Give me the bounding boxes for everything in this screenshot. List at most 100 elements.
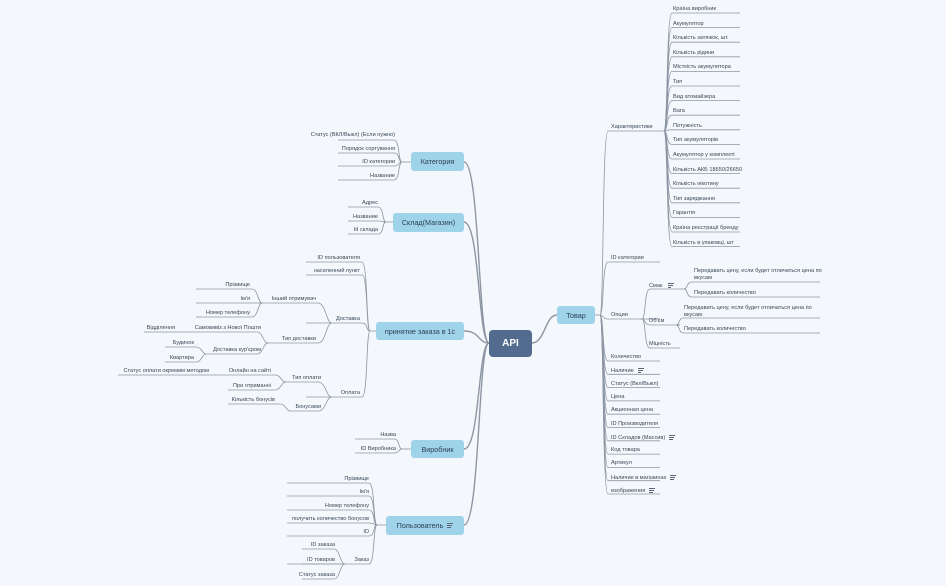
node-tovar-item[interactable]: изображения (611, 487, 656, 495)
connector-line (675, 317, 820, 326)
node-kategoriya-status[interactable]: Статус (ВКЛ/Выкл) (Если нужно) (310, 132, 395, 138)
node-tovar-item-label: Код товара (611, 447, 640, 454)
node-sklad-adres[interactable]: Адрес (361, 200, 378, 206)
node-characteristic[interactable]: Кількість АКБ 18650/26650 (673, 166, 743, 173)
node-tovar-item[interactable]: ID Складов (Масcив) (611, 434, 676, 442)
node-kurier-kvartyra[interactable]: Квартира (169, 355, 194, 361)
node-tip-oplaty[interactable]: Тип оплати (292, 375, 321, 381)
topic-zakaz[interactable]: принятие заказа в 1с (376, 322, 464, 340)
node-inshiy[interactable]: Інший отримувач (271, 296, 316, 302)
node-characteristic[interactable]: Акумулятор (673, 20, 704, 27)
node-kategoriya-poryadok[interactable]: Порядок сортування (341, 146, 395, 152)
node-id-polzovatelya[interactable]: ID пользователя (317, 255, 360, 261)
node-smak-qty[interactable]: Передавать количество (694, 290, 756, 296)
connector-line (302, 548, 346, 565)
node-id-kategorii[interactable]: ID категории (611, 255, 644, 261)
node-zakaz-status[interactable]: Статус заказа (298, 572, 335, 578)
node-sklad-id[interactable]: Id склада (353, 227, 378, 233)
connector-line (531, 314, 558, 344)
node-oplata[interactable]: Оплата (340, 390, 360, 396)
node-user-id[interactable]: ID (363, 529, 369, 535)
node-characteristic[interactable]: Кількість в упаковці, шт (673, 239, 734, 246)
connector-line (287, 524, 378, 565)
node-characteristic[interactable]: Країна виробник (673, 6, 716, 12)
node-naselenny-punkt[interactable]: населенний пункт (313, 268, 360, 274)
node-sklad-nazvanie[interactable]: Название (353, 214, 378, 220)
node-status-oplaty[interactable]: Статус оплати окремим методом (123, 368, 210, 374)
node-zakaz-id[interactable]: ID заказа (310, 542, 335, 548)
topic-tovar[interactable]: Товар (557, 306, 595, 324)
node-obem[interactable]: Об'єм (649, 318, 665, 324)
node-tovar-item-label: изображения (611, 488, 646, 495)
node-characteristic[interactable]: Кількість затяжок, шт. (673, 35, 729, 42)
node-characteristic[interactable]: Потужність (673, 122, 702, 129)
connector-line (663, 114, 740, 132)
node-tovar-item[interactable]: Наличие (611, 367, 644, 375)
node-vyrobnyk-id[interactable]: ID Виробника (360, 446, 396, 452)
node-obem-qty[interactable]: Передавать количество (684, 326, 746, 332)
connector-line (287, 524, 378, 537)
node-kategoriya-id[interactable]: ID категории (362, 159, 395, 165)
node-characteristic[interactable]: Кількість рідини (673, 49, 715, 56)
node-user-imya[interactable]: Ім'я (359, 489, 370, 495)
node-tovar-item[interactable]: Артикул (611, 460, 632, 467)
topic-sklad[interactable]: Склад(Магазин) (393, 213, 464, 232)
node-harakteristiki[interactable]: Характеристики (611, 124, 653, 130)
connector-line (599, 314, 660, 495)
node-characteristic[interactable]: Тип заряджання (673, 195, 715, 202)
node-tovar-item[interactable]: Цена (611, 394, 624, 401)
node-tovar-item[interactable]: Наличие в магазинах (611, 474, 677, 482)
node-characteristic[interactable]: Акумулятор у комплекті (673, 152, 735, 158)
connector-line (196, 302, 263, 318)
connector-line (228, 403, 291, 412)
node-characteristic[interactable]: Вага (673, 108, 685, 115)
node-online[interactable]: Онлайн на сайті (228, 368, 271, 374)
node-mitsnist[interactable]: Міцність (649, 341, 671, 347)
connector-line (338, 161, 403, 181)
node-smak-price[interactable]: Передавать цену, если будет отличаться ц… (694, 268, 822, 281)
node-user-telefon[interactable]: Номер телефону (324, 503, 369, 509)
node-kurier-budynok[interactable]: Будинок (172, 340, 194, 346)
node-zakaz-tovary[interactable]: ID товаров (307, 557, 335, 563)
node-user-zakaz[interactable]: Заказ (354, 557, 369, 563)
node-tovar-item-label: ID Производителя (611, 420, 659, 427)
node-characteristic[interactable]: Кількість нікотину (673, 181, 719, 188)
node-user-prizvyshche[interactable]: Прізвище (344, 476, 369, 482)
node-characteristic[interactable]: Гарантія (673, 210, 695, 217)
node-dostavka[interactable]: Доставка (335, 316, 360, 322)
node-kol-bonusov[interactable]: Кількість бонусів (231, 397, 275, 403)
node-tovar-item[interactable]: Количество (611, 354, 641, 361)
topic-vyrobnyk[interactable]: Виробник (411, 440, 464, 458)
node-vyrobnyk-nazva[interactable]: Назва (380, 432, 396, 438)
note-icon (669, 434, 676, 441)
node-characteristic[interactable]: Тип акумуляторів (673, 137, 719, 144)
node-viddilennya[interactable]: Відділення (146, 325, 175, 331)
node-inshiy-telefon[interactable]: Номер телефону (205, 310, 250, 316)
node-opcii[interactable]: Опции (611, 312, 628, 318)
node-smak[interactable]: Смак (649, 282, 675, 290)
node-pri-otrim[interactable]: При отриманні (233, 383, 271, 389)
node-tovar-item[interactable]: Акционная цена (611, 407, 653, 414)
note-icon (668, 282, 675, 289)
node-tip-dostavki[interactable]: Тип доставки (281, 336, 316, 342)
node-inshiy-imya[interactable]: Ім'я (240, 296, 251, 302)
node-kategoriya-nazvanie[interactable]: Название (370, 173, 395, 179)
connector-line (641, 288, 680, 320)
node-samovyvoz[interactable]: Самовивіз з Нової Пошти (194, 325, 261, 331)
node-characteristic[interactable]: Тип (673, 79, 683, 85)
node-tovar-item[interactable]: Код товара (611, 447, 640, 454)
connector-line (348, 221, 387, 235)
topic-kategoriya[interactable]: Категория (411, 152, 464, 171)
node-user-bonusy[interactable]: получить количество бонусов (291, 516, 369, 522)
node-kurier[interactable]: Доставка кур'єром (213, 347, 261, 353)
node-characteristic[interactable]: Країна реєстрації бренду (673, 225, 739, 231)
root-topic[interactable]: API (489, 330, 532, 357)
node-inshiy-prizvyshche[interactable]: Прізвище (225, 282, 250, 288)
node-obem-price[interactable]: Передавать цену, если будет отличаться ц… (684, 305, 812, 318)
node-bonusy[interactable]: Бонусами (295, 404, 321, 410)
node-characteristic[interactable]: Вид атомайзера (673, 93, 716, 100)
node-tovar-item[interactable]: ID Производителя (611, 421, 658, 428)
node-tovar-item[interactable]: Статус (Вкл/Выкл) (611, 381, 659, 388)
node-characteristic[interactable]: Місткість акумулятора (673, 64, 731, 71)
topic-polzovatel[interactable]: Пользователь (386, 516, 464, 535)
